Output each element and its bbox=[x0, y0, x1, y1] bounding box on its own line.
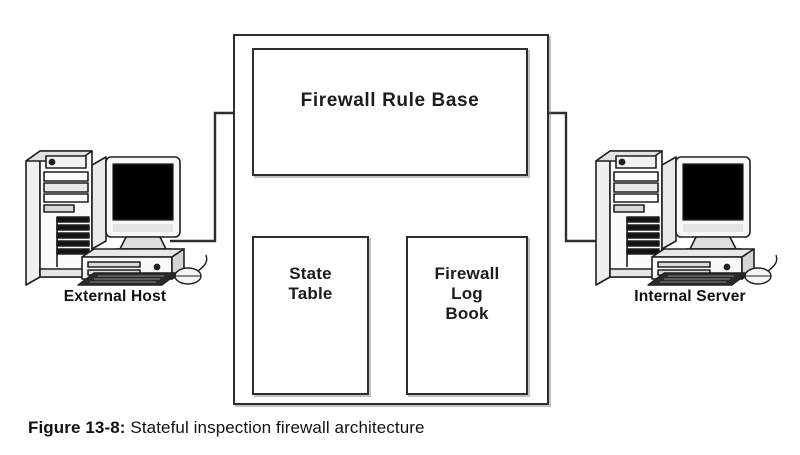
desktop-computer-icon bbox=[595, 150, 778, 286]
figure-caption-text: Stateful inspection firewall architectur… bbox=[125, 418, 425, 437]
state-table-label: State Table bbox=[288, 264, 333, 304]
figure-caption-number: Figure 13-8: bbox=[28, 418, 126, 437]
desktop-computer-icon bbox=[25, 150, 208, 286]
firewall-rule-base-box: Firewall Rule Base bbox=[252, 48, 528, 176]
state-table-box: State Table bbox=[252, 236, 369, 395]
firewall-log-book-box: Firewall Log Book bbox=[406, 236, 528, 395]
firewall-log-book-label: Firewall Log Book bbox=[434, 264, 500, 324]
firewall-rule-base-label: Firewall Rule Base bbox=[300, 90, 480, 111]
external-host-label: External Host bbox=[63, 288, 167, 305]
internal-server-label: Internal Server bbox=[634, 288, 746, 305]
figure-caption: Figure 13-8: Stateful inspection firewal… bbox=[28, 418, 425, 438]
